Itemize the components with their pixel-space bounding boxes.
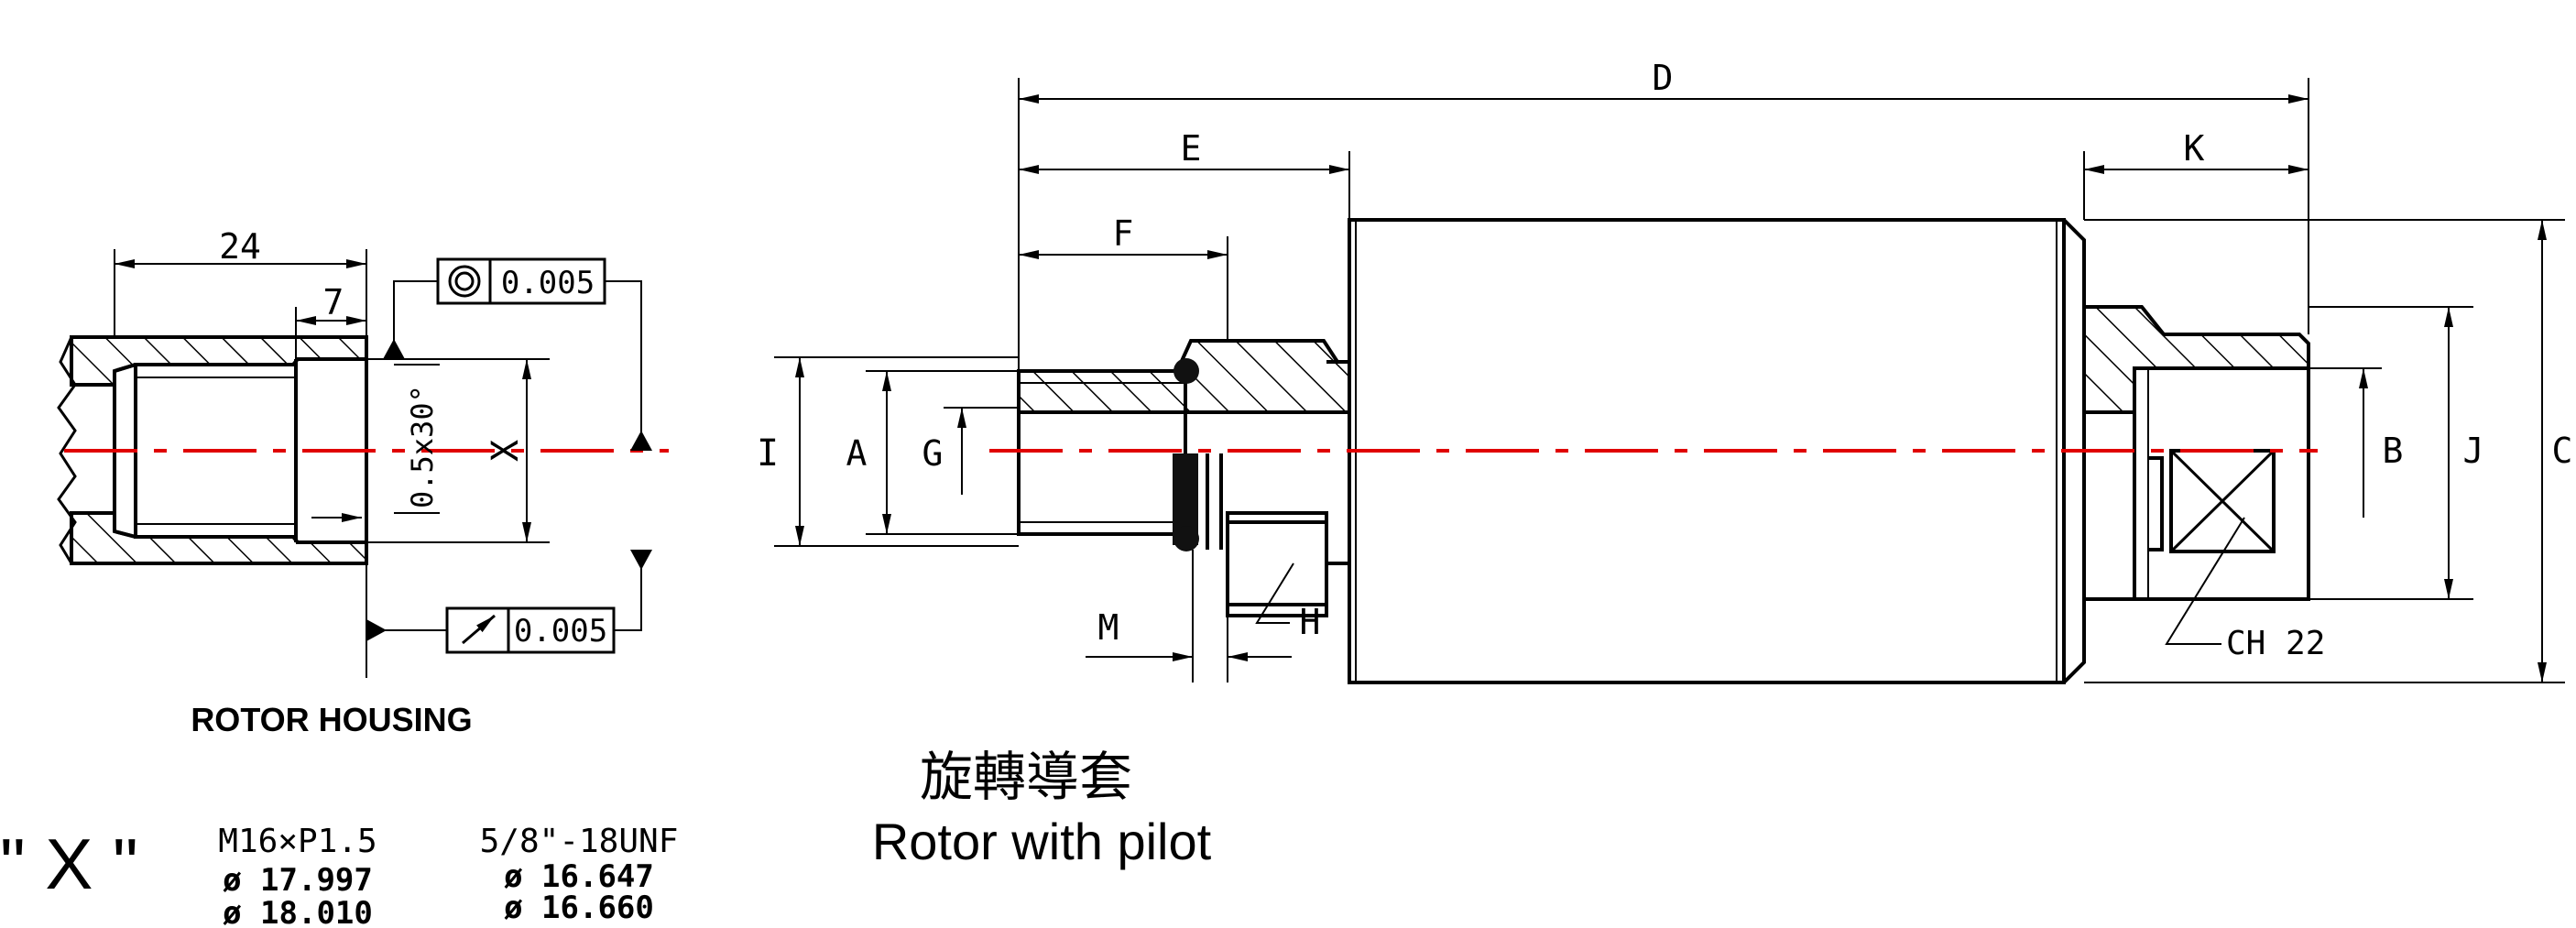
chamfer-note: 0.5x30° <box>405 385 440 508</box>
dim-I: I <box>757 432 779 475</box>
dim-7: 7 <box>323 282 344 322</box>
dim-J: J <box>2463 431 2484 471</box>
dim-K: K <box>2184 128 2205 169</box>
x-col1-min: ø 17.997 <box>223 862 373 899</box>
x-col2-thread: 5/8"-18UNF <box>480 823 679 860</box>
dim-H: H <box>1300 602 1321 642</box>
dim-E: E <box>1181 128 1202 169</box>
runout-frame: 0.005 <box>366 550 652 678</box>
rotor-housing-title: ROTOR HOUSING <box>191 701 472 738</box>
coaxiality-frame: 0.005 <box>383 257 652 451</box>
x-col2-max: ø 16.660 <box>504 890 654 926</box>
dim-24: 24 <box>219 226 261 267</box>
dim-D: D <box>1653 58 1674 98</box>
dim-F: F <box>1113 213 1134 254</box>
dim-x: X <box>485 440 527 462</box>
dim-B: B <box>2383 431 2404 471</box>
dim-A: A <box>846 433 868 474</box>
x-size-table: " X " M16×P1.5 ø 17.997 ø 18.010 5/8"-18… <box>0 823 678 928</box>
hex-size-label: CH 22 <box>2226 625 2325 662</box>
x-table-label: " X " <box>0 824 138 904</box>
coaxiality-value: 0.005 <box>501 265 595 301</box>
dim-C: C <box>2552 431 2573 471</box>
rotor-with-pilot-view: D E F K I A G M H <box>757 58 2572 870</box>
dim-G: G <box>922 433 944 474</box>
runout-value: 0.005 <box>514 613 607 650</box>
rotor-title-cn: 旋轉導套 <box>920 746 1132 808</box>
x-col1-max: ø 18.010 <box>223 895 373 928</box>
rotor-title-en: Rotor with pilot <box>872 813 1212 870</box>
dim-M: M <box>1098 607 1119 648</box>
x-col2-min: ø 16.647 <box>504 858 654 895</box>
rotor-housing-view: 24 7 0.5x30° X 0.005 <box>57 226 669 738</box>
x-col1-thread: M16×P1.5 <box>218 823 377 860</box>
